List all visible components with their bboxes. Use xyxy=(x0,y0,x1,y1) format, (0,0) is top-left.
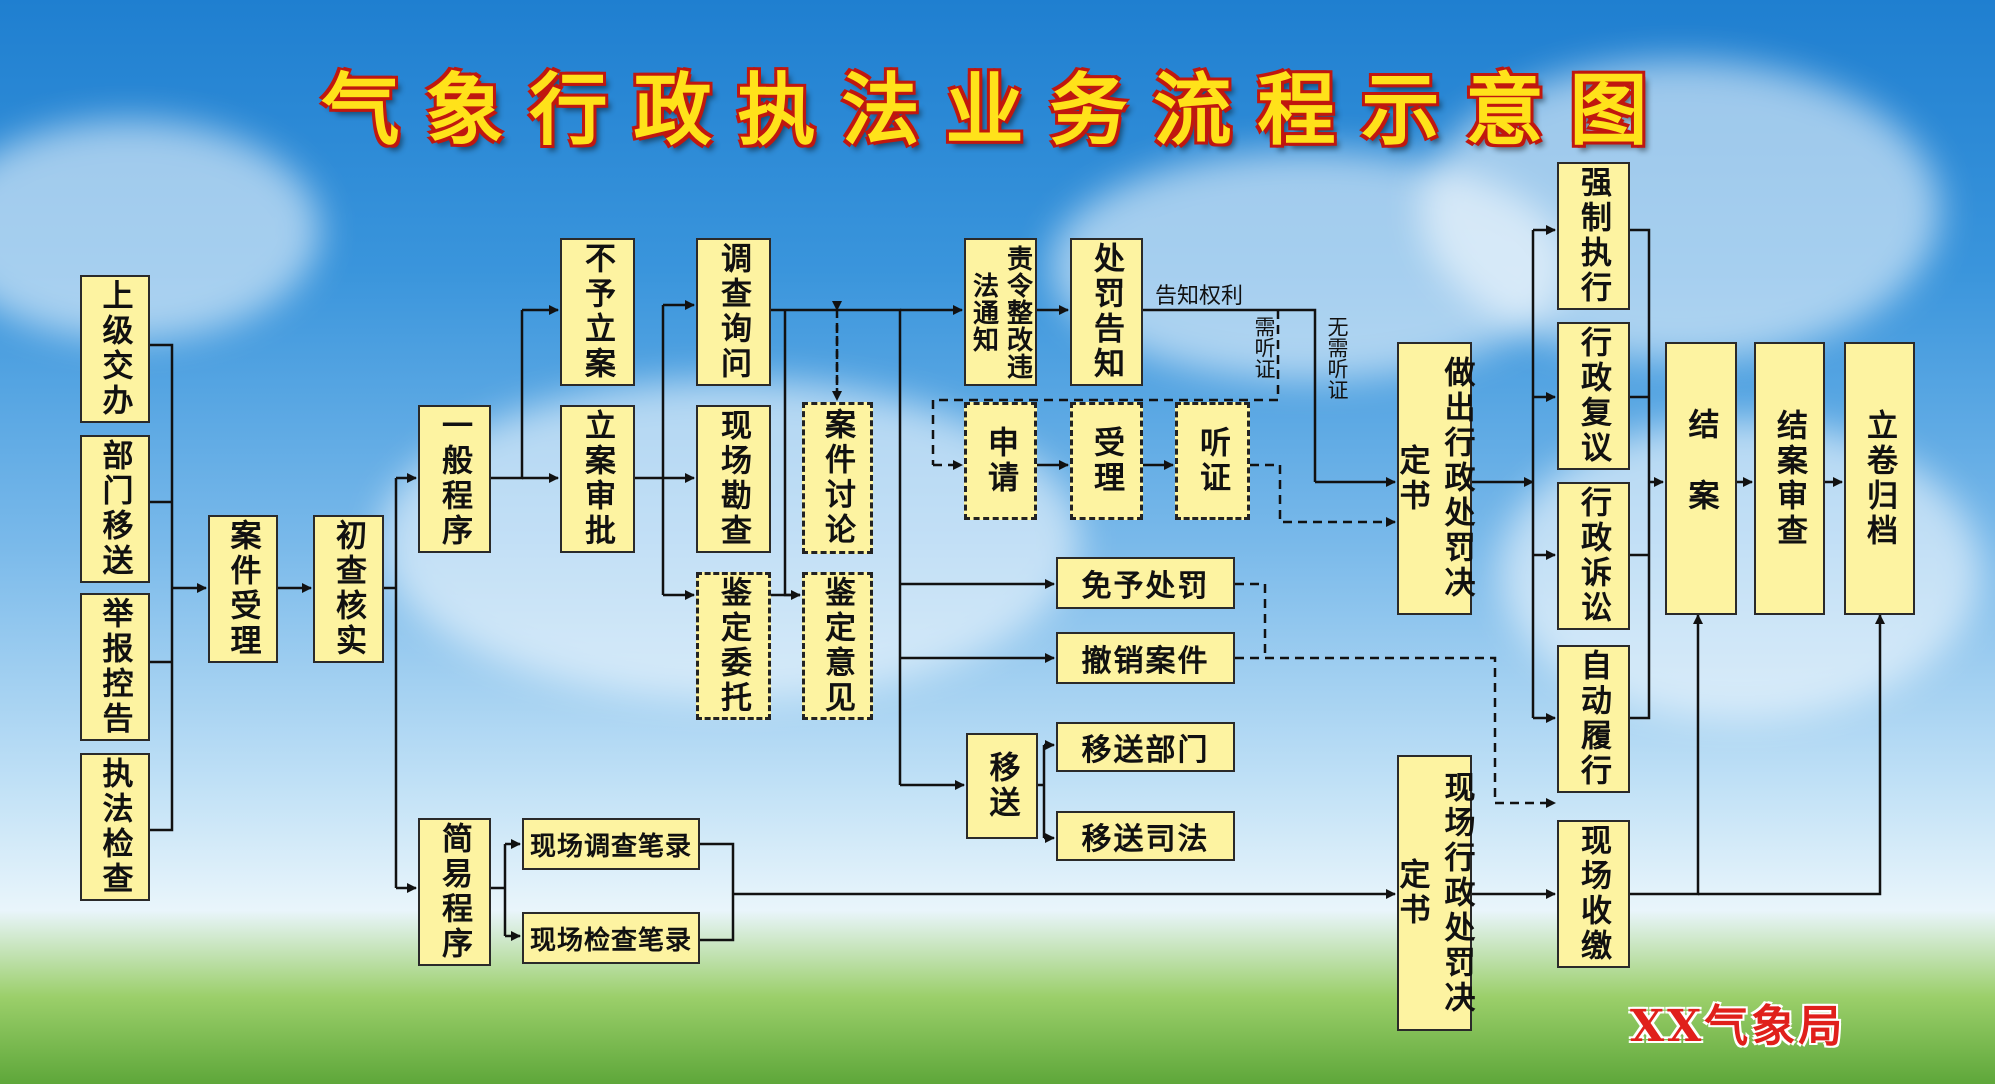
step-admin-review: 行政复议 xyxy=(1557,322,1630,470)
step-general-procedure: 一般程序 xyxy=(418,405,491,553)
label-inform-rights: 告知权利 xyxy=(1155,284,1244,309)
step-site-survey-record: 现场调查笔录 xyxy=(522,818,700,870)
cloud xyxy=(0,120,320,340)
step-transfer: 移送 xyxy=(966,733,1038,839)
step-self-perform: 自动履行 xyxy=(1557,645,1630,793)
step-transfer-judicial: 移送司法 xyxy=(1056,811,1235,861)
step-simple-procedure: 简易程序 xyxy=(418,818,491,966)
step-case-accept: 案件受理 xyxy=(208,515,278,663)
step-no-file: 不予立案 xyxy=(560,238,635,386)
step-archive: 立卷归档 xyxy=(1844,342,1915,615)
step-penalty-notice: 处罚告知 xyxy=(1070,238,1143,386)
step-enforce: 强制执行 xyxy=(1557,162,1630,310)
step-appraisal-opinion: 鉴定意见 xyxy=(802,572,873,720)
step-hearing: 听证 xyxy=(1175,402,1250,520)
step-initial-verify: 初查核实 xyxy=(313,515,384,663)
label-need-hearing: 需听证 xyxy=(1252,316,1276,379)
step-accept-hearing: 受理 xyxy=(1070,402,1143,520)
step-close-case: 结案 xyxy=(1665,342,1737,615)
page-title: 气象行政执法业务流程示意图 xyxy=(321,65,1674,156)
source-report-complaint: 举报控告 xyxy=(80,593,150,741)
step-investigate: 调查询问 xyxy=(696,238,771,386)
label-no-hearing: 无需听证 xyxy=(1325,316,1349,400)
step-onsite-collection: 现场收缴 xyxy=(1557,820,1630,968)
step-site-inspection: 现场勘查 xyxy=(696,405,771,553)
step-transfer-dept: 移送部门 xyxy=(1056,722,1235,772)
step-exempt-penalty: 免予处罚 xyxy=(1056,557,1235,609)
source-enforcement-check: 执法检查 xyxy=(80,753,150,901)
cloud xyxy=(1420,60,1940,360)
step-apply: 申请 xyxy=(964,402,1037,520)
source-dept-transfer: 部门移送 xyxy=(80,435,150,583)
step-cancel-case: 撤销案件 xyxy=(1056,632,1235,684)
step-close-review: 结案审查 xyxy=(1754,342,1825,615)
step-admin-litigation: 行政诉讼 xyxy=(1557,482,1630,630)
step-case-discussion: 案件讨论 xyxy=(802,402,873,554)
step-site-check-record: 现场检查笔录 xyxy=(522,912,700,964)
step-appraisal-commission: 鉴定委托 xyxy=(696,572,771,720)
step-onsite-penalty-decision: 现场行政处罚决定书 xyxy=(1394,755,1475,1031)
source-assigned-by-superior: 上级交办 xyxy=(80,275,150,423)
step-order-correction-notice: 责令整改违法通知 xyxy=(964,238,1037,386)
footer-org: XX气象局 xyxy=(1630,1001,1846,1052)
step-file-approval: 立案审批 xyxy=(560,405,635,553)
step-penalty-decision: 做出行政处罚决定书 xyxy=(1394,342,1475,615)
